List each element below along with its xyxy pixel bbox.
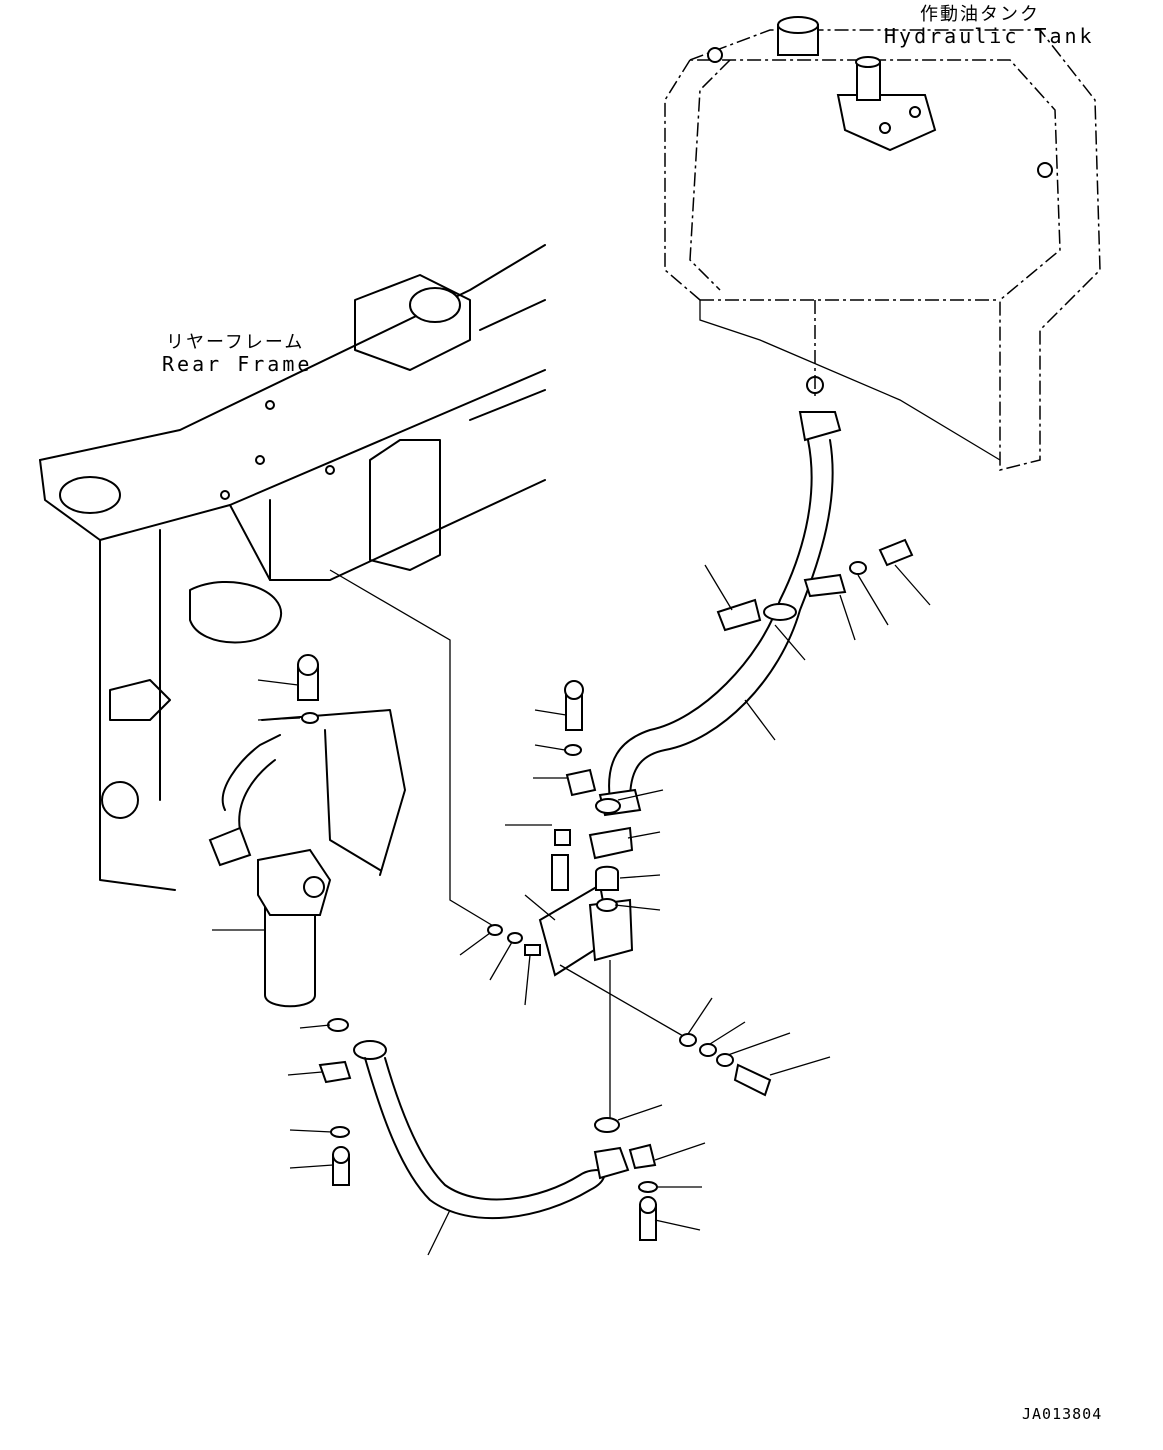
rear-frame: [39, 244, 546, 931]
leader-lines: [212, 564, 931, 1256]
hydraulic-tank-label-jp: 作動油タンク: [920, 4, 1040, 25]
upper-hose: [598, 411, 914, 817]
rear-frame-label-en: Rear Frame: [162, 352, 313, 376]
hydraulic-filter: [208, 654, 406, 1008]
lower-hose: [318, 1018, 772, 1241]
hydraulic-tank-label-en: Hydraulic Tank: [884, 24, 1095, 48]
rear-frame-label-jp: リヤーフレーム: [166, 332, 305, 353]
valve-block: [487, 680, 691, 1120]
hydraulic-tank: [664, 16, 1101, 471]
drawing-code: JA013804: [1022, 1405, 1103, 1423]
